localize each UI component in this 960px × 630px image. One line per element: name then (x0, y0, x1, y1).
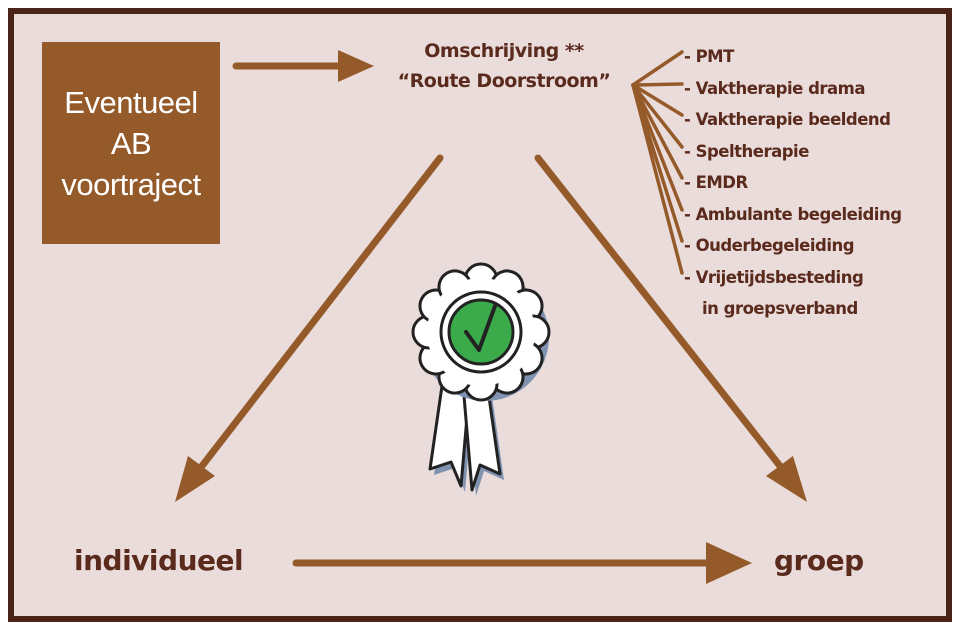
checkmark-icon (464, 304, 497, 352)
arrow-title-to-individueel (198, 154, 444, 470)
box-line-1: Eventueel (64, 84, 198, 120)
rosette-badge-icon (411, 262, 551, 496)
label-groep: groep (774, 544, 864, 577)
list-item: - Ouderbegeleiding (684, 236, 855, 255)
route-title: Omschrijving ** “Route Doorstroom” (344, 36, 664, 96)
label-individueel: individueel (74, 544, 244, 577)
list-item-continuation: in groepsverband (702, 299, 858, 318)
arrowhead-groep (766, 456, 807, 502)
arrow-title-to-groep (534, 154, 784, 470)
list-item: - Speltherapie (684, 141, 809, 161)
box-line-2: AB (110, 125, 152, 161)
list-connector-lines (631, 50, 684, 275)
list-item: - Vaktherapie drama (684, 78, 865, 98)
list-item: - Vaktherapie beeldend (684, 110, 891, 129)
diagram-frame: Eventueel AB voortraject Omschrijving **… (8, 8, 952, 622)
list-item: - Vrijetijdsbesteding (684, 267, 864, 287)
arrowhead-individueel (175, 456, 215, 502)
title-line-1: Omschrijving ** (424, 40, 584, 62)
diagram-graphics (175, 50, 807, 584)
title-line-2: “Route Doorstroom” (397, 70, 611, 92)
list-item: - EMDR (684, 173, 748, 192)
arrowhead-groep-bottom (706, 542, 752, 584)
list-item: - PMT (684, 47, 734, 66)
box-line-3: voortraject (61, 166, 201, 202)
voortraject-box: Eventueel AB voortraject (42, 42, 220, 244)
arrowhead-title (338, 50, 374, 82)
list-item: - Ambulante begeleiding (684, 204, 902, 224)
therapy-list: - PMT - Vaktherapie drama - Vaktherapie … (684, 41, 902, 325)
